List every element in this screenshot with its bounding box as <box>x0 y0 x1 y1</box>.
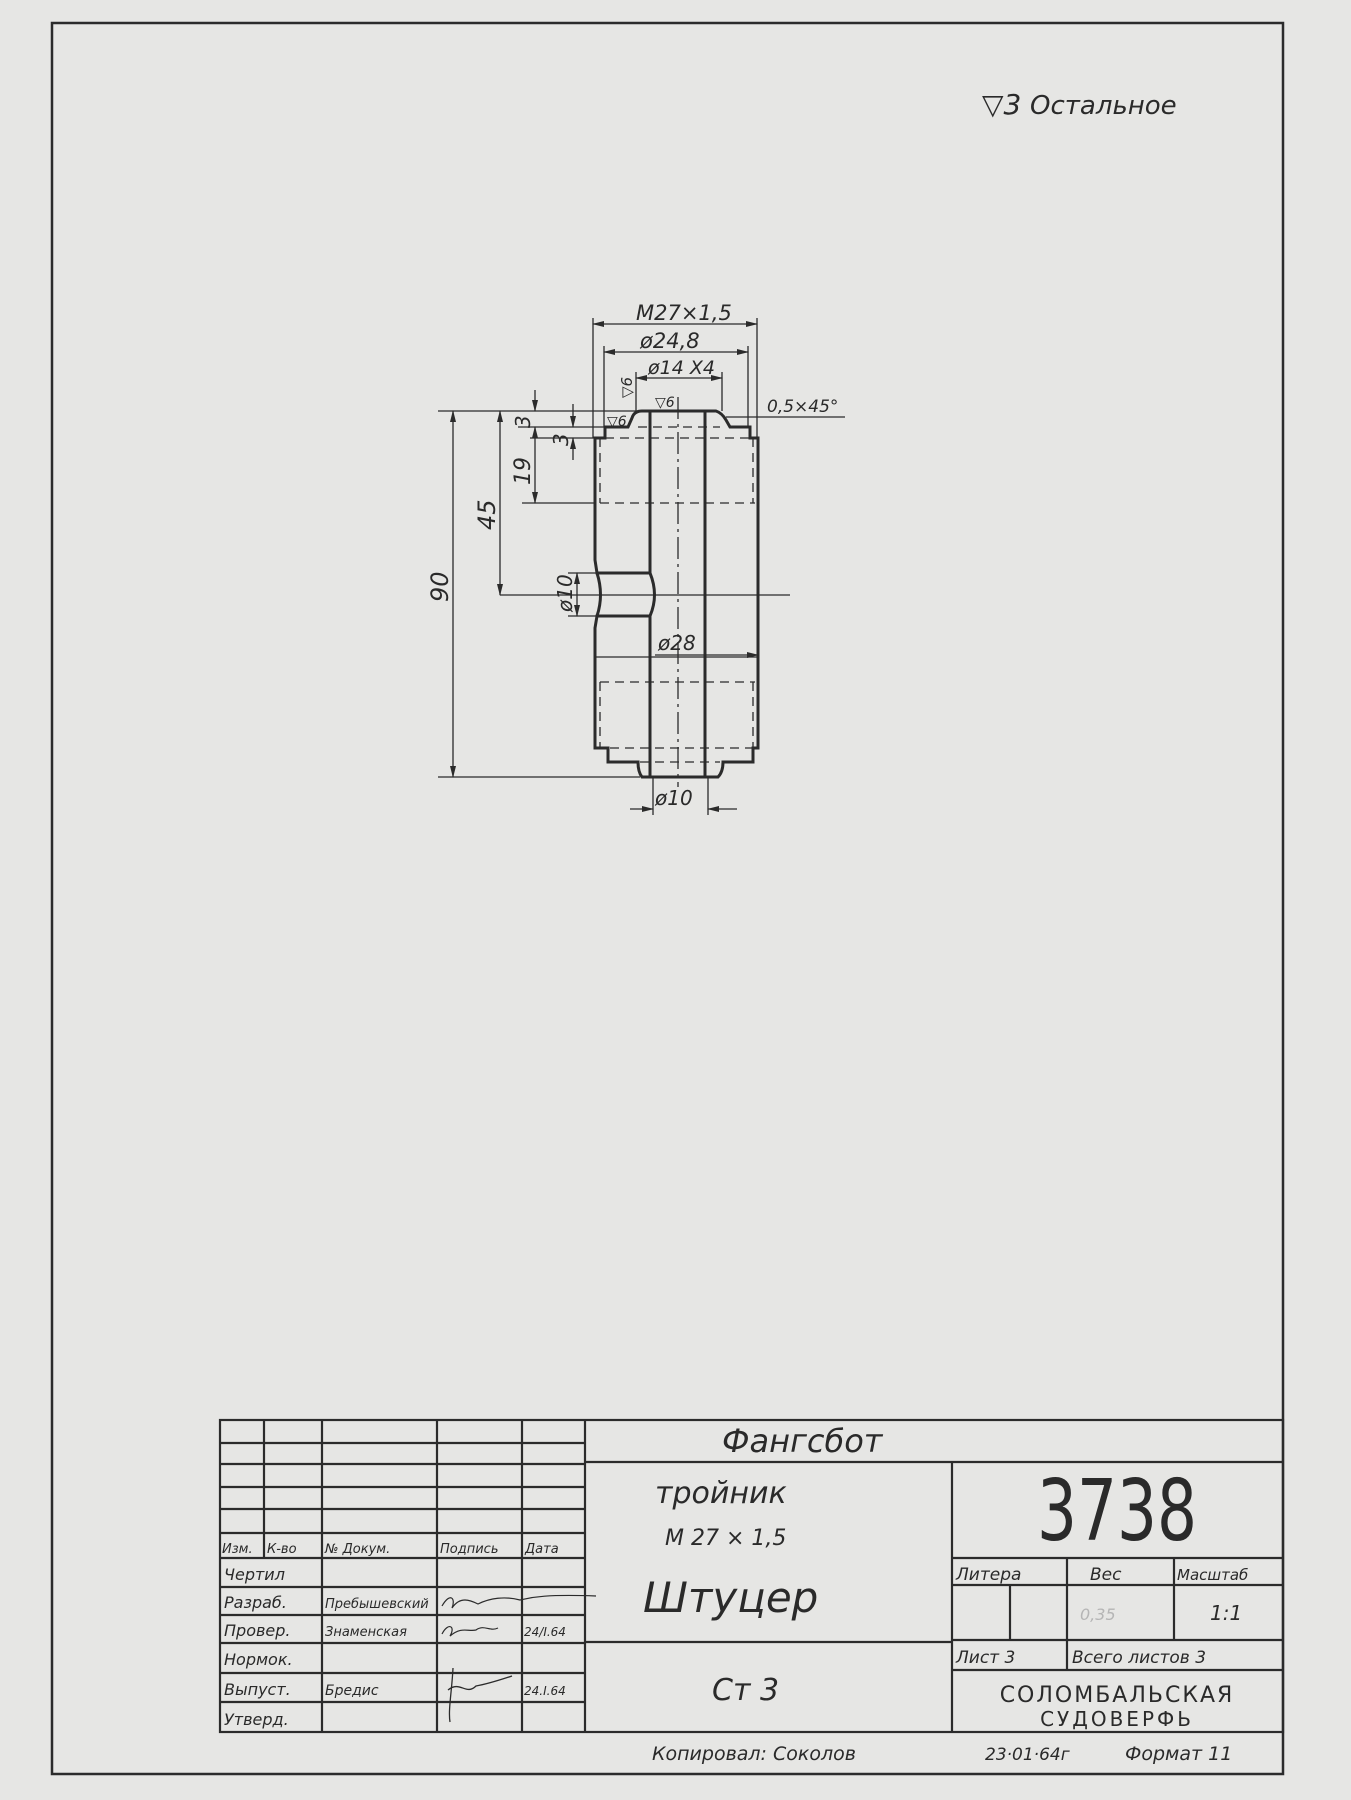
part-name-line2: М 27 × 1,5 <box>665 1526 786 1551</box>
litera-label: Литера <box>955 1565 1021 1585</box>
chamfer-label: 0,5×45° <box>767 397 838 417</box>
roughness-symbol: ▽6 <box>618 377 636 398</box>
roughness-symbol: ▽6 <box>607 414 627 430</box>
organization-line1: СОЛОМБАЛЬСКАЯ <box>1000 1683 1235 1708</box>
material: Ст 3 <box>712 1673 779 1708</box>
surface-note-text: Остальное <box>1030 91 1177 121</box>
copied-date: 23·01·64г <box>985 1745 1070 1765</box>
role-label: Провер. <box>224 1621 291 1640</box>
len-3-label: 3 <box>549 433 573 446</box>
weight-label: Вес <box>1090 1565 1122 1585</box>
drawing-number: 3738 <box>1037 1462 1197 1561</box>
drawing-frame <box>50 21 1285 1776</box>
weight-value: 0,35 <box>1080 1605 1116 1624</box>
surface-note-symbol: ▽3 <box>982 88 1021 121</box>
name-prover: Знаменская <box>325 1625 407 1640</box>
title-block <box>218 1418 1285 1734</box>
role-label: Разраб. <box>224 1593 287 1612</box>
scale-value: 1:1 <box>1210 1601 1242 1625</box>
header-sign: Подпись <box>440 1542 498 1557</box>
date-vypust: 24.I.64 <box>524 1684 566 1698</box>
header-kvo: К-во <box>267 1542 297 1557</box>
role-label: Нормок. <box>224 1650 293 1669</box>
len-45-label: 45 <box>473 499 501 530</box>
project-name: Фангсбот <box>722 1422 884 1460</box>
left-wall-lower <box>593 614 652 779</box>
d28-label: ø28 <box>657 631 696 655</box>
hole-d10-label: ø10 <box>553 574 577 613</box>
len-19-label: 19 <box>511 457 536 485</box>
header-date: Дата <box>524 1542 559 1557</box>
len-3-label: 3 <box>511 415 535 428</box>
dimension-labels: M27×1,5 ø24,8 ø14 X4 0,5×45° ▽6 ▽6 ▽6 90… <box>426 301 838 810</box>
header-doc: № Докум. <box>324 1542 390 1557</box>
name-vypust: Бредис <box>325 1683 379 1699</box>
scale-label: Масштаб <box>1177 1566 1248 1584</box>
title-block-text: Изм. К-во № Докум. Подпись Дата Чертил Р… <box>222 1422 1248 1731</box>
sheets-total: Всего листов 3 <box>1072 1648 1206 1668</box>
right-wall <box>703 409 760 779</box>
thread-label: M27×1,5 <box>636 301 732 325</box>
role-label: Утверд. <box>224 1710 289 1729</box>
part-title: Штуцер <box>643 1573 818 1622</box>
signature <box>441 1626 499 1637</box>
sheet-number: Лист 3 <box>955 1648 1015 1668</box>
bore-d10-label: ø10 <box>654 786 693 810</box>
copied-by: Копировал: Соколов <box>652 1743 856 1765</box>
d14-label: ø14 X4 <box>647 357 715 379</box>
part-name-line1: тройник <box>655 1476 787 1511</box>
signature <box>441 1594 597 1609</box>
header-izm: Изм. <box>222 1542 253 1557</box>
left-wall-upper <box>593 409 652 575</box>
d24-label: ø24,8 <box>639 329 700 353</box>
roughness-symbol: ▽6 <box>655 395 675 411</box>
role-label: Выпуст. <box>224 1680 291 1699</box>
part-section <box>500 397 790 787</box>
signature <box>447 1667 513 1723</box>
dimensions <box>438 318 845 815</box>
role-label: Чертил <box>224 1565 285 1584</box>
name-razrab: Пребышевский <box>325 1597 429 1612</box>
date-prover: 24/I.64 <box>524 1625 566 1639</box>
len-90-label: 90 <box>426 571 454 602</box>
sheet-format: Формат 11 <box>1125 1743 1232 1765</box>
organization-line2: СУДОВЕРФЬ <box>1040 1707 1194 1731</box>
